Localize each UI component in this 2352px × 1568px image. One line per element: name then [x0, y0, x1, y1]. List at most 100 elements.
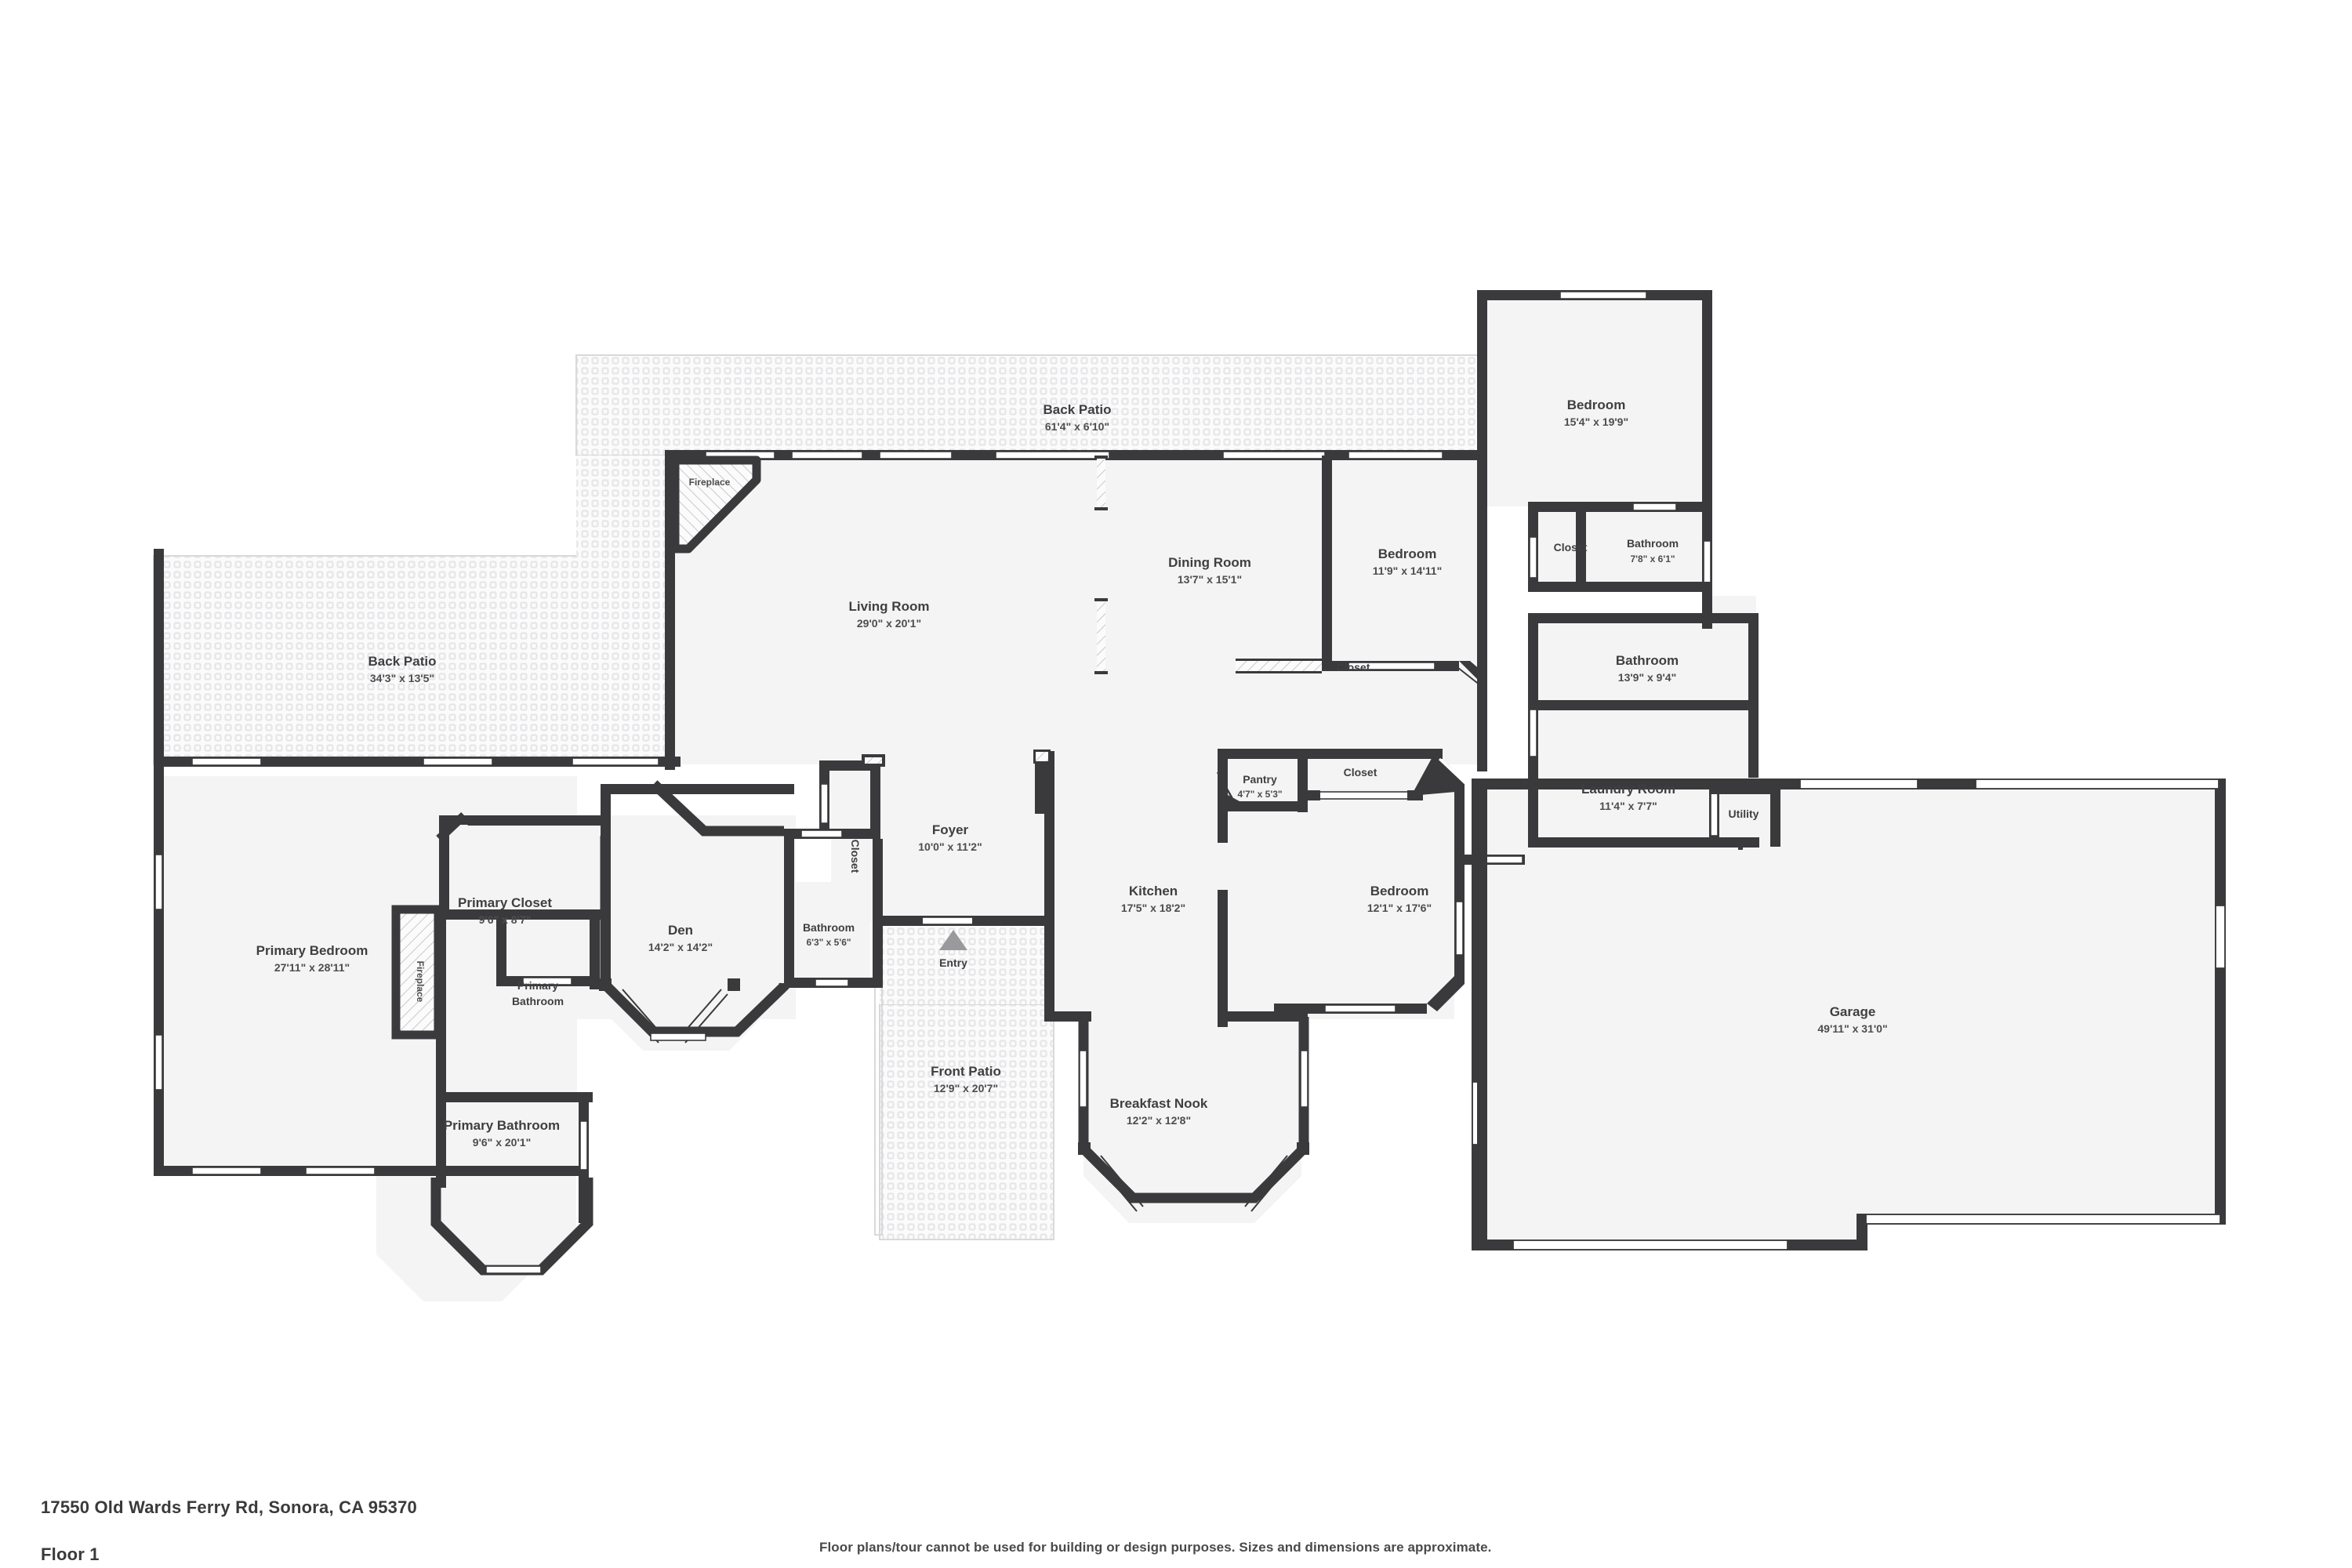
wall-ne-bath-bottom	[1528, 582, 1712, 592]
wall-den-bath-left	[784, 829, 794, 985]
wall-kitchen-west	[1044, 751, 1054, 1022]
room-dim: 12'2" x 12'8"	[1127, 1114, 1191, 1127]
room-name: Closet	[1337, 661, 1370, 673]
wall-primary-closet-angle	[436, 811, 467, 843]
room-name: Breakfast Nook	[1110, 1096, 1208, 1111]
door-swings-nook	[1094, 1155, 1294, 1212]
door-swing-bedroom-mid	[1454, 664, 1481, 686]
wall-primary-closet-top	[439, 815, 601, 826]
label-garage: Garage 49'11" x 31'0"	[1817, 1004, 1887, 1035]
walls	[154, 290, 2226, 1276]
room-name: Bedroom	[1370, 884, 1429, 898]
room-name: Entry	[939, 956, 967, 969]
room-dim: 9'6" x 8'7"	[479, 913, 532, 926]
room-name: Fireplace	[415, 961, 426, 1003]
room-dim: 11'4" x 7'7"	[1599, 800, 1657, 812]
room-labels: Back Patio 61'4" x 6'10" Back Patio 34'3…	[256, 397, 1888, 1149]
wall-ne-closet-right	[1576, 502, 1586, 590]
bedroom-se-floor	[1223, 749, 1454, 1019]
label-bedroom-mid: Bedroom 11'9" x 14'11"	[1373, 546, 1442, 577]
room-name: Closet	[1344, 766, 1377, 779]
wall-primary-closet-left	[439, 825, 449, 915]
label-primary-bedroom: Primary Bedroom 27'11" x 28'11"	[256, 943, 368, 974]
room-dim: 15'4" x 19'9"	[1564, 416, 1628, 428]
label-dining-room: Dining Room 13'7" x 15'1"	[1168, 555, 1251, 586]
garage-door-n	[1975, 779, 2220, 789]
wall-bedroom-mid-left	[1322, 456, 1332, 671]
wall-living-west	[665, 549, 675, 770]
wall-bedroom-se-east	[1454, 784, 1465, 862]
room-dim: 61'4" x 6'10"	[1045, 420, 1109, 433]
room-name: Bathroom	[1627, 537, 1679, 550]
label-bathroom-den: Bathroom 6'3" x 5'6"	[803, 921, 855, 948]
wall-nook-top-e	[1218, 1011, 1304, 1022]
room-name: Closet	[849, 840, 862, 873]
label-utility: Utility	[1729, 808, 1759, 820]
wall-corridor-top	[1702, 613, 1759, 623]
room-dim: 12'1" x 17'6"	[1367, 902, 1432, 914]
wall-closet-se-angle	[1411, 753, 1465, 796]
wall-utility-right	[1770, 784, 1780, 847]
front-patio-floor	[879, 1004, 1054, 1240]
label-pantry: Pantry 4'7" x 5'3"	[1237, 773, 1282, 800]
label-primary-bathroom-small: Primary Bathroom	[512, 979, 564, 1007]
room-name: Bathroom	[1616, 653, 1679, 668]
window-patio-w-3	[572, 757, 659, 766]
label-fireplace-primary: Fireplace	[415, 961, 426, 1003]
room-name: Foyer	[932, 822, 969, 837]
wall-bedroom-ne-left	[1477, 290, 1487, 457]
label-primary-bathroom-west: Primary Bathroom 9'6" x 20'1"	[444, 1118, 560, 1149]
wall-kitchen-east-2	[1218, 890, 1228, 1023]
wall-pbw-top	[436, 1092, 593, 1102]
room-name: Fireplace	[689, 477, 731, 488]
wall-breakfast-nook	[1078, 1017, 1309, 1203]
window-bedroom-ne-top	[1559, 291, 1647, 299]
door-bedroom-ne	[1632, 503, 1677, 511]
room-name: Dining Room	[1168, 555, 1251, 570]
label-bedroom-ne: Bedroom 15'4" x 19'9"	[1564, 397, 1628, 428]
door-primary-bath-s	[522, 977, 572, 985]
label-bathroom-mid: Bathroom 13'9" x 9'4"	[1616, 653, 1679, 684]
window-pbw-bottom	[485, 1265, 542, 1274]
wall-main-east	[1477, 450, 1487, 771]
room-name: Closet	[1554, 541, 1588, 554]
wall-closet-se-left	[1298, 790, 1308, 812]
room-dim: 34'3" x 13'5"	[370, 672, 434, 684]
room-name: Garage	[1830, 1004, 1876, 1019]
wall-bedroom-ne-right	[1702, 290, 1712, 510]
label-breakfast-nook: Breakfast Nook 12'2" x 12'8"	[1110, 1096, 1208, 1127]
window-garage-n1	[1799, 779, 1918, 789]
entry-floor	[880, 921, 1054, 1004]
window-primary-bed-s2	[305, 1167, 376, 1175]
room-name: Laundry Room	[1581, 782, 1675, 797]
room-name: Pantry	[1243, 773, 1277, 786]
wall-pantry-bottom	[1228, 801, 1306, 811]
window-bedroom-se	[1455, 901, 1464, 956]
room-dim: 10'0" x 11'2"	[918, 840, 982, 853]
label-closet-bedroom-s: Closet	[1344, 766, 1377, 779]
room-name-line1: Primary	[517, 979, 558, 992]
wall-pbw-top2	[436, 1166, 589, 1176]
floor-label: Floor 1	[41, 1544, 100, 1564]
room-dim: 29'0" x 20'1"	[857, 617, 921, 630]
room-dim: 9'6" x 20'1"	[473, 1136, 531, 1149]
room-name: Front Patio	[931, 1064, 1001, 1079]
window-den-bottom	[650, 1033, 706, 1041]
wall-bathroom-mid-bottom	[1528, 700, 1751, 710]
patio-areas	[153, 354, 1483, 1240]
door-laundry-2	[1529, 709, 1537, 757]
wall-primary-bed-left	[154, 757, 164, 1176]
room-dim: 6'3" x 5'6"	[806, 937, 851, 948]
entry-direction-arrow	[939, 930, 967, 950]
ne-bath-floor	[1533, 506, 1709, 591]
door-den-bath-n	[800, 829, 843, 838]
wall-foyer-east	[1035, 751, 1045, 814]
label-back-patio-west: Back Patio 34'3" x 13'5"	[368, 654, 437, 684]
label-closet-ne: Closet	[1554, 541, 1588, 554]
label-kitchen: Kitchen 17'5" x 18'2"	[1121, 884, 1185, 914]
patio-connector	[576, 456, 676, 557]
label-den: Den 14'2" x 14'2"	[648, 923, 713, 953]
window-nook-right	[1300, 1050, 1308, 1108]
fireplace-living-body	[670, 456, 761, 554]
windows-north	[706, 452, 1443, 459]
